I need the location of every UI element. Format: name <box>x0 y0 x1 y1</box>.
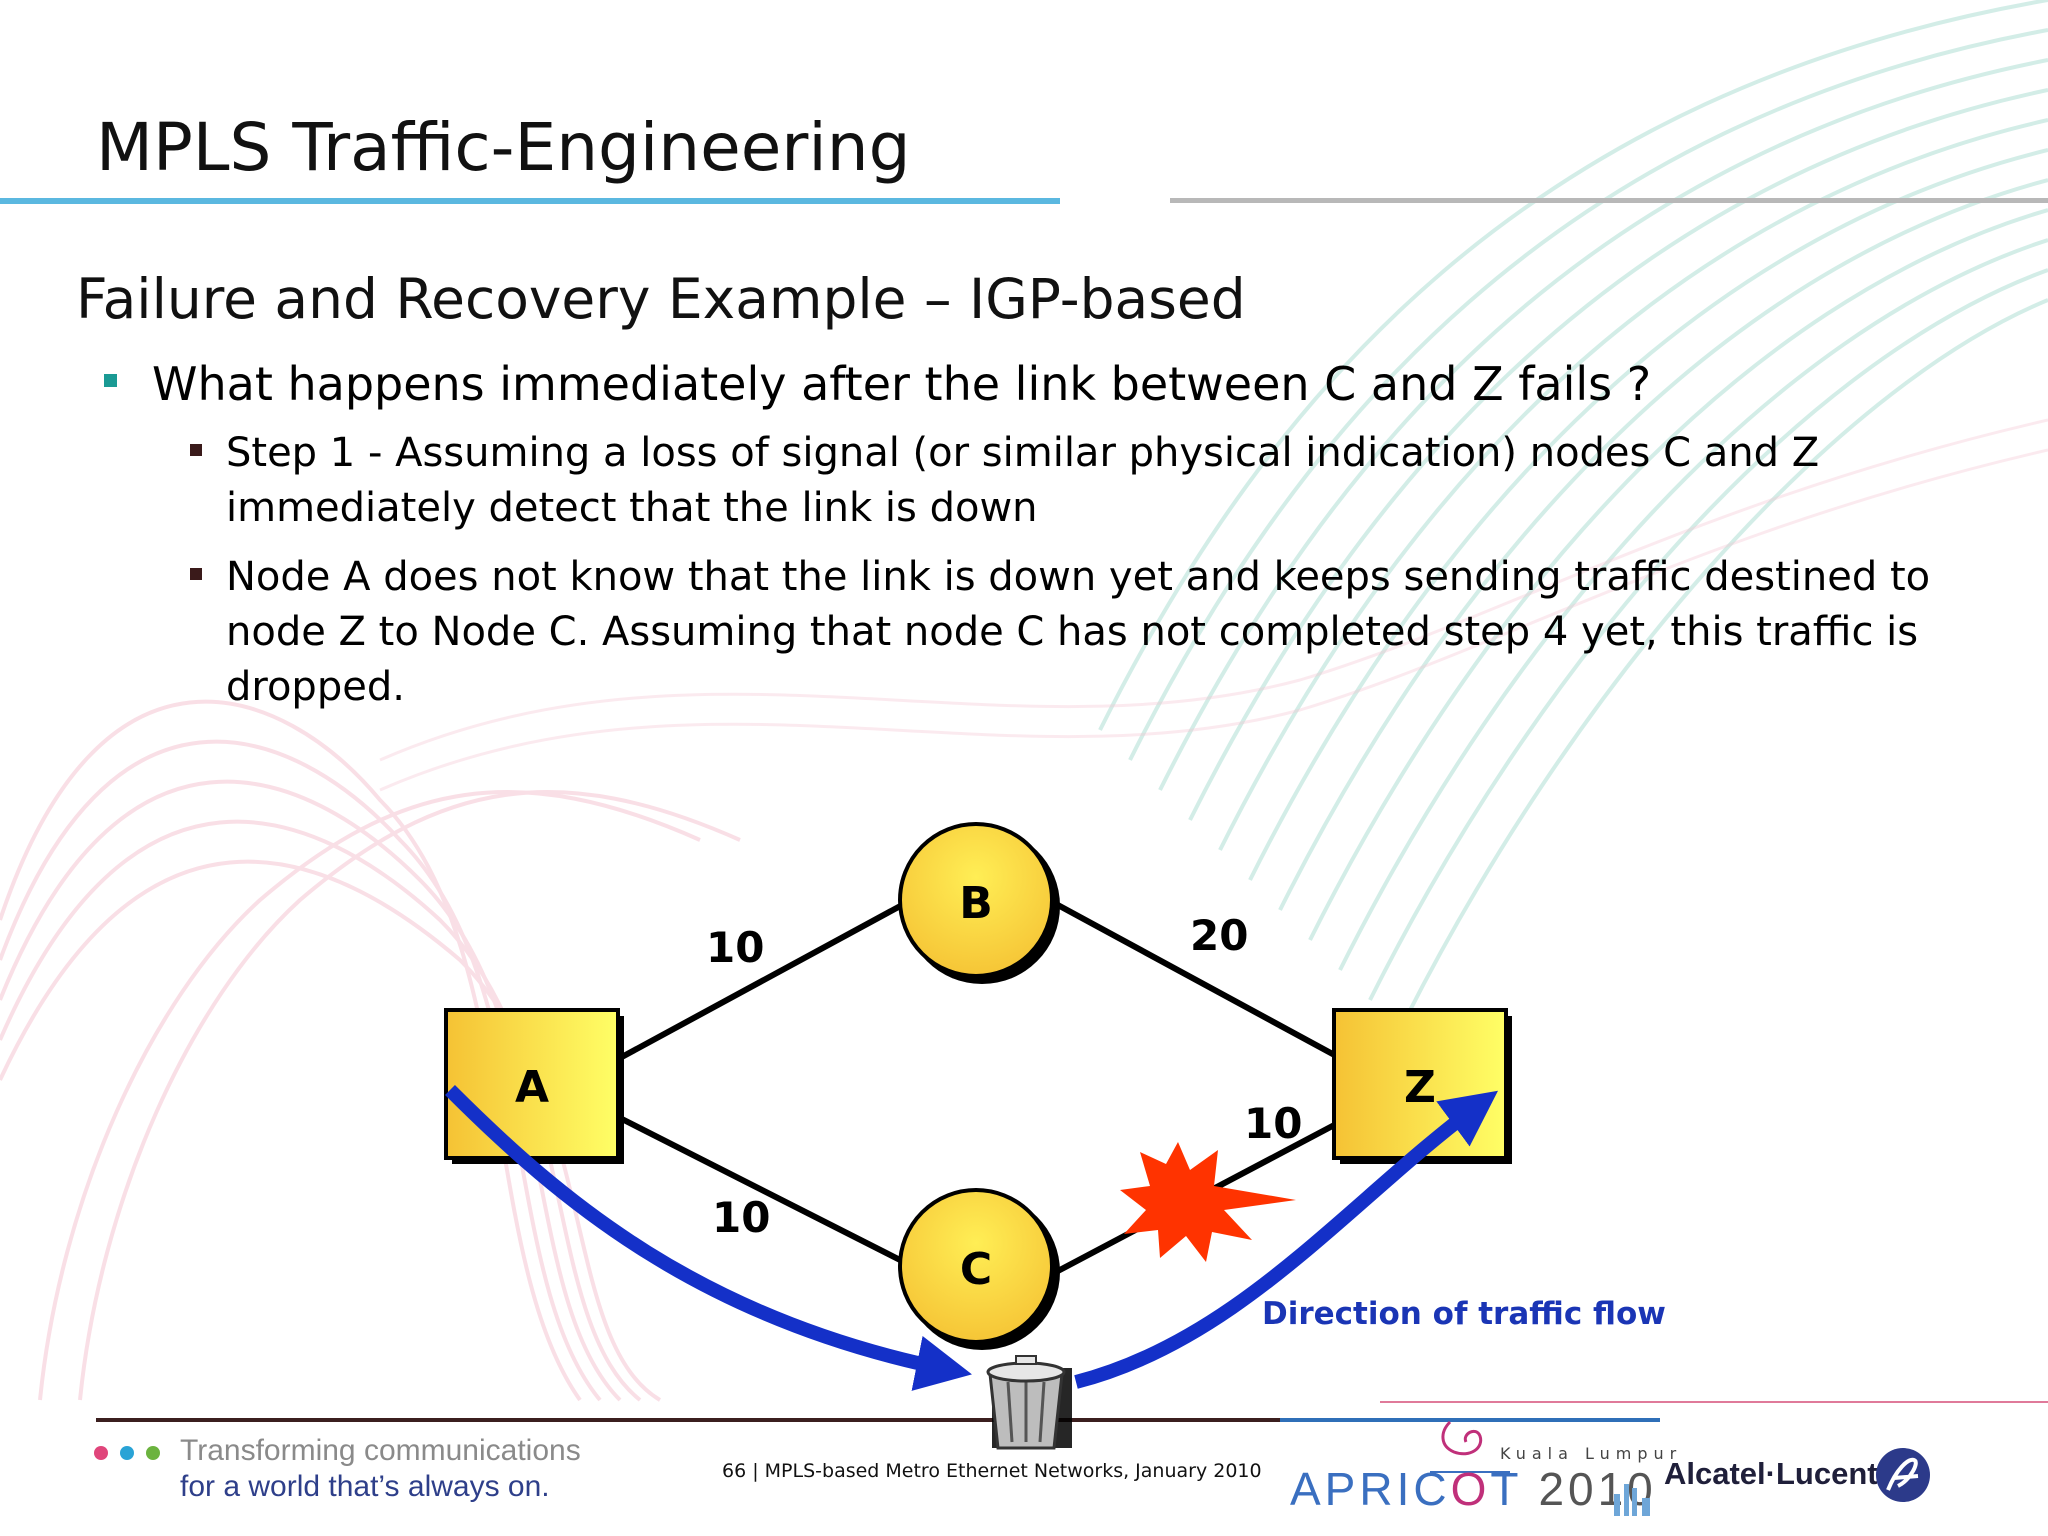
sub-bullet-marker <box>190 568 202 580</box>
link-metric-c-z: 10 <box>1244 1099 1302 1148</box>
traffic-flow-arrow-in <box>445 1085 972 1391</box>
event-name-left: APRIC <box>1290 1463 1451 1515</box>
event-location: Kuala Lumpur <box>1500 1444 1683 1463</box>
trash-can-icon <box>986 1355 1072 1450</box>
footer-dot-blue <box>120 1446 134 1460</box>
header-rule-right <box>1170 198 2048 203</box>
traffic-flow-arrow-out <box>1074 1090 1499 1389</box>
link-a-b <box>618 901 906 1061</box>
alcatel-lucent-logo-icon <box>1876 1448 1930 1502</box>
sub-bullet-text: Node A does not know that the link is do… <box>226 554 1931 710</box>
sub-bullet-marker <box>190 444 202 456</box>
node-label: B <box>959 878 993 929</box>
slide-subtitle: Failure and Recovery Example – IGP-based <box>76 267 1246 331</box>
footer-tagline-line1: Transforming communications <box>180 1434 581 1467</box>
footer-dot-pink <box>94 1446 108 1460</box>
sub-bullet-text: Step 1 - Assuming a loss of signal (or s… <box>226 430 1820 531</box>
event-logo-text: APRICOT 2010 <box>1290 1462 1657 1516</box>
node-label: Z <box>1404 1062 1436 1113</box>
page-title: MPLS Traffic-Engineering <box>96 109 911 186</box>
event-name-mid: O <box>1450 1463 1491 1515</box>
footer-tagline-line2: for a world that’s always on. <box>180 1470 550 1503</box>
traffic-flow-label: Direction of traffic flow <box>1262 1296 1666 1332</box>
link-a-c <box>618 1115 906 1265</box>
footer-rule <box>96 1418 1376 1422</box>
node-b: B <box>898 822 1060 984</box>
node-c: C <box>898 1188 1060 1350</box>
link-metric-a-c: 10 <box>712 1193 770 1242</box>
link-metric-b-z: 20 <box>1190 911 1248 960</box>
node-a: A <box>444 1008 624 1164</box>
bullet-marker <box>104 374 117 387</box>
event-name-right: T <box>1490 1463 1522 1515</box>
bullet-text: What happens immediately after the link … <box>152 357 1652 411</box>
explosion-icon <box>1120 1142 1296 1262</box>
header-rule-left <box>0 198 1060 204</box>
node-label: A <box>515 1062 549 1113</box>
apricot-logo-icon <box>1430 1420 1510 1473</box>
footer-dot-green <box>146 1446 160 1460</box>
link-b-z <box>1054 901 1342 1061</box>
link-metric-a-b: 10 <box>706 923 764 972</box>
footer-page-info: 66 | MPLS-based Metro Ethernet Networks,… <box>722 1460 1262 1482</box>
node-label: C <box>960 1244 992 1295</box>
company-logo-text: Alcatel·Lucent <box>1664 1456 1878 1491</box>
kl-skyline-icon <box>1614 1484 1650 1516</box>
